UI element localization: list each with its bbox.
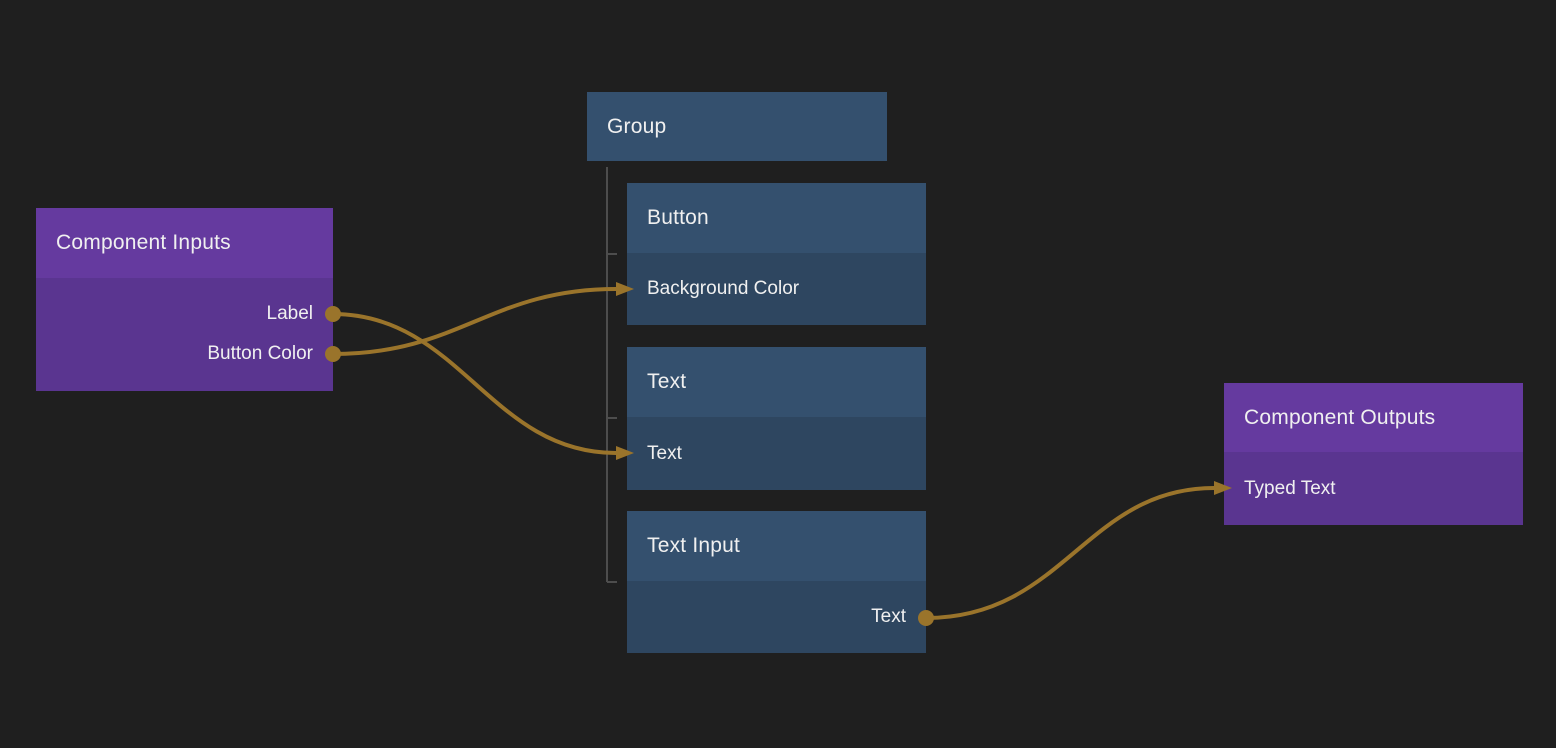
node-component-inputs[interactable]: Component Inputs Label Button Color: [36, 208, 333, 391]
port-row-label[interactable]: Label: [36, 294, 333, 334]
edge-label-to-text[interactable]: [331, 312, 618, 455]
port-label: Text: [647, 442, 682, 464]
port-label: Label: [266, 303, 314, 324]
node-group[interactable]: Group: [587, 92, 887, 161]
node-component-outputs[interactable]: Component Outputs Typed Text: [1224, 383, 1523, 525]
node-title: Group: [587, 92, 887, 161]
node-text[interactable]: Text Text: [627, 347, 926, 490]
port-row-background-color[interactable]: Background Color: [627, 253, 926, 325]
port-label: Text: [871, 606, 906, 627]
node-title: Text Input: [627, 511, 926, 581]
port-row-button-color[interactable]: Button Color: [36, 334, 333, 374]
node-title: Component Outputs: [1224, 383, 1523, 452]
node-title: Text: [627, 347, 926, 417]
port-label: Background Color: [647, 278, 800, 299]
port-label: Button Color: [207, 343, 313, 364]
port-label: Typed Text: [1244, 477, 1336, 499]
port-row-typed-text[interactable]: Typed Text: [1224, 452, 1523, 525]
port-row-text[interactable]: Text: [627, 417, 926, 490]
node-text-input[interactable]: Text Input Text: [627, 511, 926, 653]
group-tree-connector: [606, 167, 617, 583]
port-row-textinput-text[interactable]: Text: [627, 581, 926, 653]
node-title: Button: [627, 183, 926, 253]
node-title: Component Inputs: [36, 208, 333, 278]
edge-buttoncolor-to-backgroundcolor[interactable]: [331, 287, 618, 356]
node-button[interactable]: Button Background Color: [627, 183, 926, 325]
edge-text-to-typedtext[interactable]: [924, 486, 1216, 620]
